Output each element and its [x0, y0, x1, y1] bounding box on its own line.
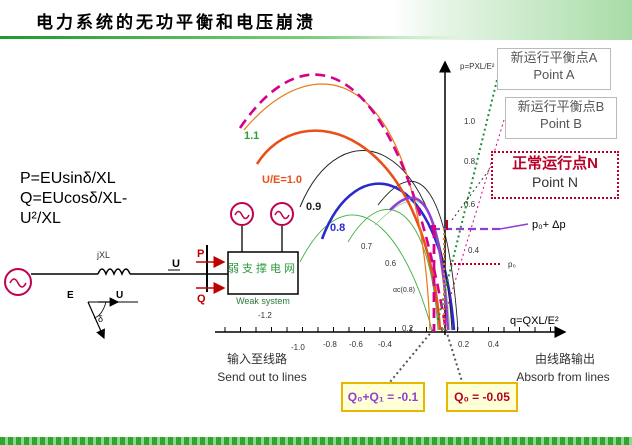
y-axis-label: p=PXL/E²: [460, 62, 495, 71]
point-a-en: Point A: [533, 67, 575, 82]
page-title: 电力系统的无功平衡和电压崩溃: [36, 13, 316, 33]
p0-dp-label: p₀+ Δp: [532, 219, 566, 231]
send-out-en: Send out to lines: [217, 370, 306, 384]
power-equation-q-cont: U²/XL: [20, 210, 61, 227]
e-vector-label: E: [67, 290, 74, 301]
reactance-label: jXL: [96, 250, 110, 260]
curve-label-0.6: 0.6: [385, 259, 397, 268]
x-tick-marks: [224, 327, 551, 332]
x-tick-label: -0.4: [378, 340, 392, 349]
dotted-arrow-to-box1: [384, 329, 434, 389]
curve-label-0.9: 0.9: [306, 201, 321, 213]
u-vector-label: U: [116, 290, 123, 301]
bus-voltage-label: U: [172, 258, 180, 270]
send-out-cn: 输入至线路: [227, 351, 287, 366]
weak-system-cn: 弱支撑电网: [228, 261, 298, 275]
inductor-icon: [97, 268, 131, 277]
absorb-en: Absorb from lines: [516, 370, 609, 384]
p-flow-label: P: [197, 248, 204, 260]
sine-icon: [9, 278, 27, 288]
weak-system-box: [227, 251, 299, 295]
point-n-box: 正常运行点N Point N: [491, 151, 619, 199]
voltage-curves: [238, 73, 459, 331]
delta-arc: [93, 301, 107, 319]
sine-icon: [274, 210, 290, 220]
x-tick-label: -1.2: [258, 311, 272, 320]
q0-q1-box: Q₀+Q₁ = -0.1: [341, 382, 425, 412]
y-tick-label: 0.8: [464, 157, 476, 166]
y-tick-label: 1.0: [464, 117, 476, 126]
q0-box: Q₀ = -0.05: [446, 382, 518, 412]
x-tick-label: 0.4: [488, 340, 500, 349]
point-n-cn: 正常运行点N: [512, 155, 598, 172]
footer-bar: [0, 437, 632, 445]
curve-ue-0.65: [347, 209, 439, 331]
dotted-arrow-to-box2: [445, 329, 465, 389]
circuit: jXL U P Q 弱支撑电网 Weak system E U δ: [4, 202, 299, 340]
curve-ue-0.6: [299, 214, 433, 331]
p0-dp-leader: [499, 223, 529, 230]
title-bar: [0, 0, 632, 40]
curve-purple: [389, 196, 450, 331]
p0-label: p₀: [508, 260, 516, 269]
x-tick-label: -0.6: [349, 340, 363, 349]
point-a-cn: 新运行平衡点A: [510, 50, 598, 65]
y-tick-label: 0.6: [464, 200, 476, 209]
y-tick-label: 0.4: [468, 246, 480, 255]
curve-ue-0.75: [377, 180, 459, 331]
point-b-cn: 新运行平衡点B: [517, 99, 605, 114]
x-tick-label: 0.2: [458, 340, 470, 349]
power-equation-p: P=EUsinδ/XL: [20, 170, 116, 187]
x-tick-label: -0.8: [323, 340, 337, 349]
x-axis-label: q=QXL/E²: [510, 315, 559, 327]
dotted-line-to-n: [451, 161, 496, 221]
delta-label: δ: [98, 314, 103, 324]
x-tick-label-near-origin: 0.2: [402, 324, 414, 333]
curve-label-0.8: 0.8: [330, 222, 345, 234]
sine-icon: [234, 210, 250, 220]
point-b-en: Point B: [540, 116, 582, 131]
point-a-box: 新运行平衡点A Point A: [497, 48, 611, 90]
point-b-box: 新运行平衡点B Point B: [505, 97, 617, 139]
e-phasor-arrow: [87, 301, 105, 340]
title-underline: [0, 36, 460, 39]
point-n-en: Point N: [532, 174, 578, 190]
operating-point-marker: [431, 225, 436, 230]
curve-label-1.0: U/E=1.0: [262, 174, 302, 186]
dotted-line-to-a: [437, 75, 499, 321]
power-equation-q: Q=EUcosδ/XL-: [20, 190, 128, 207]
curve-label-0.7: 0.7: [361, 242, 373, 251]
q-flow-label: Q: [197, 293, 206, 305]
absorb-cn: 由线路输出: [535, 351, 595, 366]
x-tick-label: -1.0: [291, 343, 305, 352]
curve-label-1.1: 1.1: [244, 130, 259, 142]
curve-label-alpha: αc(0.8): [393, 287, 415, 294]
curve-ue-0.9: [299, 150, 453, 331]
curve-magenta-dashed: [238, 73, 448, 331]
weak-system-en: Weak system: [236, 296, 290, 306]
curve-ue-1.0: [255, 129, 442, 331]
